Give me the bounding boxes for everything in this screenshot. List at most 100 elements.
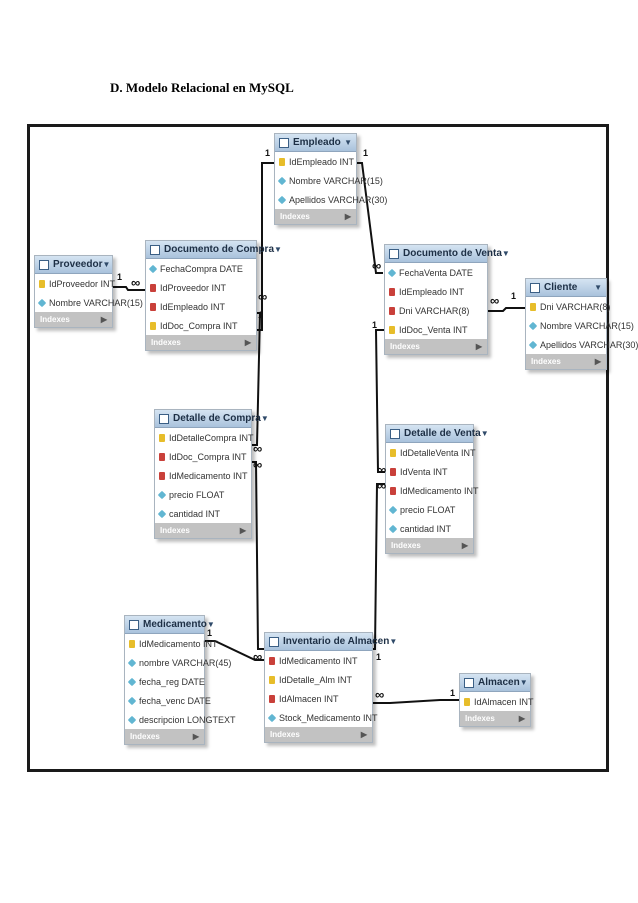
column-row[interactable]: descripcion LONGTEXT [125,710,236,729]
table-header[interactable]: Documento de Compra▼ [146,241,282,259]
column-row[interactable]: Dni VARCHAR(8) [526,297,610,316]
table-almacen[interactable]: Almacen▼IdAlmacen INT Indexes ▶ [459,673,534,727]
column-row[interactable]: nombre VARCHAR(45) [125,653,231,672]
foreign-key-icon [390,467,396,476]
column-row[interactable]: Nombre VARCHAR(15) [35,293,143,312]
table-header[interactable]: Detalle de Venta▼ [386,425,489,443]
card-many: ∞ [377,462,387,477]
column-row[interactable]: Dni VARCHAR(8) [385,301,487,320]
column-row[interactable]: Nombre VARCHAR(15) [275,171,383,190]
card-one: 1 [372,320,378,330]
column-row[interactable]: IdEmpleado INT [385,282,487,301]
column-row[interactable]: IdMedicamento INT [125,634,218,653]
column-row[interactable]: IdProveedor INT [146,278,256,297]
table-header[interactable]: Almacen▼ [460,674,530,692]
table-icon [530,282,540,293]
indexes-section[interactable]: Indexes▶ [146,335,256,350]
table-header[interactable]: Inventario de Almacen▼ [265,633,397,651]
column-row[interactable]: IdDoc_Compra INT [155,447,251,466]
column-row[interactable]: fecha_venc DATE [125,691,211,710]
column-row[interactable]: IdDoc_Venta INT [385,320,487,339]
card-one: 1 [376,652,382,662]
column-row[interactable]: IdMedicamento INT [265,651,372,670]
column-row[interactable]: cantidad INT [386,519,473,538]
table-header[interactable]: Detalle de Compra▼ [155,410,269,428]
column-row[interactable]: Stock_Medicamento INT [265,708,378,727]
column-row[interactable]: FechaVenta DATE [385,263,487,282]
table-header[interactable]: Proveedor▼ [35,256,112,274]
column-label: IdDetalle_Alm INT [279,674,353,685]
expand-arrow-icon[interactable]: ▶ [594,357,601,366]
foreign-key-icon [269,694,275,703]
chevron-down-icon[interactable]: ▼ [389,637,398,646]
column-row[interactable]: cantidad INT [155,504,251,523]
column-row[interactable]: IdDetalleVenta INT [386,443,476,462]
expand-arrow-icon[interactable]: ▶ [461,541,468,550]
expand-arrow-icon[interactable]: ▶ [475,342,482,351]
indexes-section[interactable]: Indexes▶ [35,312,112,327]
expand-arrow-icon[interactable]: ▶ [360,730,367,739]
column-row[interactable]: IdEmpleado INT [146,297,256,316]
chevron-down-icon[interactable]: ▼ [594,283,602,292]
indexes-section[interactable]: Indexes ▶ [265,727,372,742]
expand-arrow-icon[interactable]: ▶ [244,338,251,347]
indexes-section[interactable]: Indexes▶ [125,729,204,744]
table-inventario-almacen[interactable]: Inventario de Almacen▼IdMedicamento INT I… [264,632,397,743]
column-row[interactable]: IdProveedor INT [35,274,115,293]
chevron-down-icon[interactable]: ▼ [102,260,111,269]
chevron-down-icon[interactable]: ▼ [274,245,282,254]
indexes-label: Indexes [270,730,300,739]
expand-arrow-icon[interactable]: ▶ [100,315,107,324]
foreign-key-icon [269,656,275,665]
indexes-section[interactable]: Indexes▶ [275,209,356,224]
chevron-down-icon[interactable]: ▼ [206,620,215,629]
chevron-down-icon[interactable]: ▼ [501,249,510,258]
indexes-section[interactable]: Indexes ▶ [460,711,530,726]
column-row[interactable]: IdVenta INT [386,462,473,481]
column-row[interactable]: Nombre VARCHAR(15) [526,316,634,335]
chevron-down-icon[interactable]: ▼ [480,429,489,438]
column-row[interactable]: IdAlmacen INT [460,692,534,711]
indexes-section[interactable]: Indexes▶ [385,339,487,354]
table-header[interactable]: Medicamento▼ [125,616,215,634]
column-row[interactable]: IdMedicamento INT [386,481,479,500]
column-row[interactable]: Apellidos VARCHAR(30) [275,190,387,209]
column-row[interactable]: IdEmpleado INT [275,152,356,171]
column-row[interactable]: precio FLOAT [386,500,473,519]
expand-arrow-icon[interactable]: ▶ [239,526,246,535]
indexes-section[interactable]: Indexes▶ [155,523,251,538]
foreign-key-icon [159,471,165,480]
expand-arrow-icon[interactable]: ▶ [192,732,199,741]
indexes-section[interactable]: Indexes▶ [386,538,473,553]
table-icon [390,428,400,439]
column-row[interactable]: Apellidos VARCHAR(30) [526,335,638,354]
column-row[interactable]: IdDetalle_Alm INT [265,670,372,689]
chevron-down-icon[interactable]: ▼ [344,138,352,147]
table-cliente[interactable]: Cliente▼Dni VARCHAR(8)Nombre VARCHAR(15)… [525,278,638,370]
chevron-down-icon[interactable]: ▼ [260,414,269,423]
expand-arrow-icon[interactable]: ▶ [518,714,525,723]
chevron-down-icon[interactable]: ▼ [519,678,528,687]
table-header[interactable]: Cliente▼ [526,279,606,297]
column-row[interactable]: IdDetalleCompra INT [155,428,254,447]
indexes-label: Indexes [465,714,495,723]
expand-arrow-icon[interactable]: ▶ [344,212,351,221]
column-row[interactable]: fecha_reg DATE [125,672,205,691]
column-row[interactable]: IdDoc_Compra INT [146,316,256,335]
column-row[interactable]: IdMedicamento INT [155,466,251,485]
table-header[interactable]: Empleado▼ [275,134,356,152]
indexes-section[interactable]: Indexes▶ [526,354,606,369]
column-row[interactable]: IdAlmacen INT [265,689,372,708]
column-label: Apellidos VARCHAR(30) [540,339,638,350]
column-row[interactable]: FechaCompra DATE [146,259,256,278]
table-header[interactable]: Documento de Venta▼ [385,245,510,263]
column-row[interactable]: precio FLOAT [155,485,251,504]
page-heading: D. Modelo Relacional en MySQL [110,80,294,95]
